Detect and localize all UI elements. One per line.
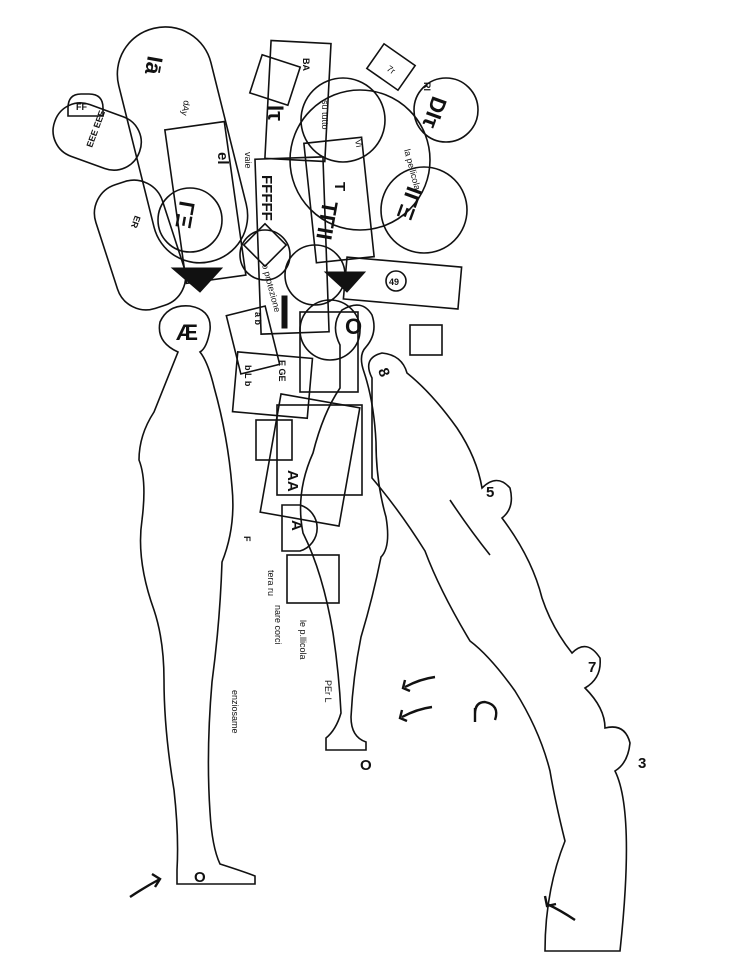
text-tera: tera ru: [266, 570, 276, 596]
curved-arrow-icon: [543, 895, 576, 921]
capsule-shape: [93, 179, 187, 311]
text-le-pellicola: le p.llicola: [298, 620, 308, 660]
rect-shape: [225, 305, 281, 375]
glyph-text: Iā: [140, 54, 168, 77]
circle-shape: [157, 187, 223, 253]
text-nare: nare corci: [273, 605, 283, 645]
curved-arrow-icon: [398, 705, 433, 723]
text-eee: EEE EEE: [84, 109, 107, 149]
text-t: T: [331, 182, 348, 191]
rect-shape: [248, 53, 302, 107]
badge-number: 49: [389, 277, 399, 287]
glyph-text: DIτ: [417, 93, 451, 132]
text-a: A: [288, 520, 305, 531]
circle-shape: [385, 270, 407, 292]
chain-head-7: 7: [588, 659, 596, 676]
text-aa: AA: [284, 470, 301, 492]
right-head-label: O: [345, 314, 362, 339]
curved-arrow-icon: [129, 872, 162, 898]
capsule-shape: [116, 26, 249, 264]
curved-arrow-icon: [473, 700, 498, 722]
text-vaie: vaie: [243, 152, 253, 169]
curved-arrow-icon: [401, 675, 436, 693]
text-f: F: [242, 536, 252, 542]
diamond-shape: [242, 222, 288, 268]
text-ab: a b: [253, 312, 263, 326]
text-7r: 7r: [385, 63, 397, 76]
rect-shape: [276, 404, 363, 496]
foot-mark: O: [194, 869, 206, 886]
foot-mark: O: [360, 757, 372, 774]
chain-head-8: 8: [374, 366, 393, 380]
circle-shape: [413, 77, 479, 143]
chain-figure-outline: [367, 352, 631, 952]
text-per: PEr L: [323, 680, 333, 703]
bell-shape: [67, 93, 104, 117]
text-er: ER: [129, 214, 143, 230]
capsule-shape: [52, 102, 143, 171]
text-vi: Vi: [353, 139, 364, 148]
overlapping-shapes: [52, 26, 479, 604]
rect-shape: [254, 156, 330, 335]
arrow-down-icon: [170, 267, 224, 293]
bar-mark: [281, 295, 288, 329]
rect-shape: [409, 324, 443, 356]
circle-shape: [300, 77, 386, 163]
text-fffff: FFFFF: [258, 175, 275, 221]
text-enziosame: enziosame: [230, 690, 240, 734]
text-bl: b L b: [243, 365, 253, 387]
rect-shape: [365, 42, 417, 92]
circle-shape: [239, 229, 291, 281]
text-ege: E GE: [277, 360, 287, 382]
text-protezione: o protezione: [260, 263, 282, 313]
circle-shape: [380, 166, 468, 254]
right-figure-outline: [299, 304, 389, 751]
circle-shape: [289, 89, 431, 231]
text-su-tutto: su tutto: [320, 100, 330, 130]
chain-figure-inner-line: [449, 499, 491, 556]
left-head-label: Æ: [176, 320, 198, 345]
glyph-text: ΓΞ: [170, 199, 199, 230]
chain-head-5: 5: [486, 484, 494, 501]
text-day: dAy: [179, 100, 192, 117]
rect-shape: [259, 393, 361, 527]
rect-shape: [231, 351, 314, 420]
glyph-text: TΓΙΙ: [311, 199, 342, 242]
glyph-text: ΙΓΞ: [392, 183, 427, 223]
rect-shape: [163, 120, 247, 285]
text-ff: FF: [76, 102, 87, 112]
half-circle-shape: [281, 504, 318, 552]
rect-shape: [255, 419, 293, 461]
chain-head-3: 3: [638, 755, 646, 772]
arrow-down-icon: [323, 271, 367, 293]
rect-shape: [299, 311, 359, 393]
text-ba: BA: [301, 58, 311, 71]
text-rl: Rl: [422, 82, 432, 91]
left-figure-outline: [138, 305, 256, 885]
rect-shape: [303, 136, 375, 264]
glyph-text: Ιτ: [263, 105, 288, 121]
text-el: el: [214, 152, 231, 165]
